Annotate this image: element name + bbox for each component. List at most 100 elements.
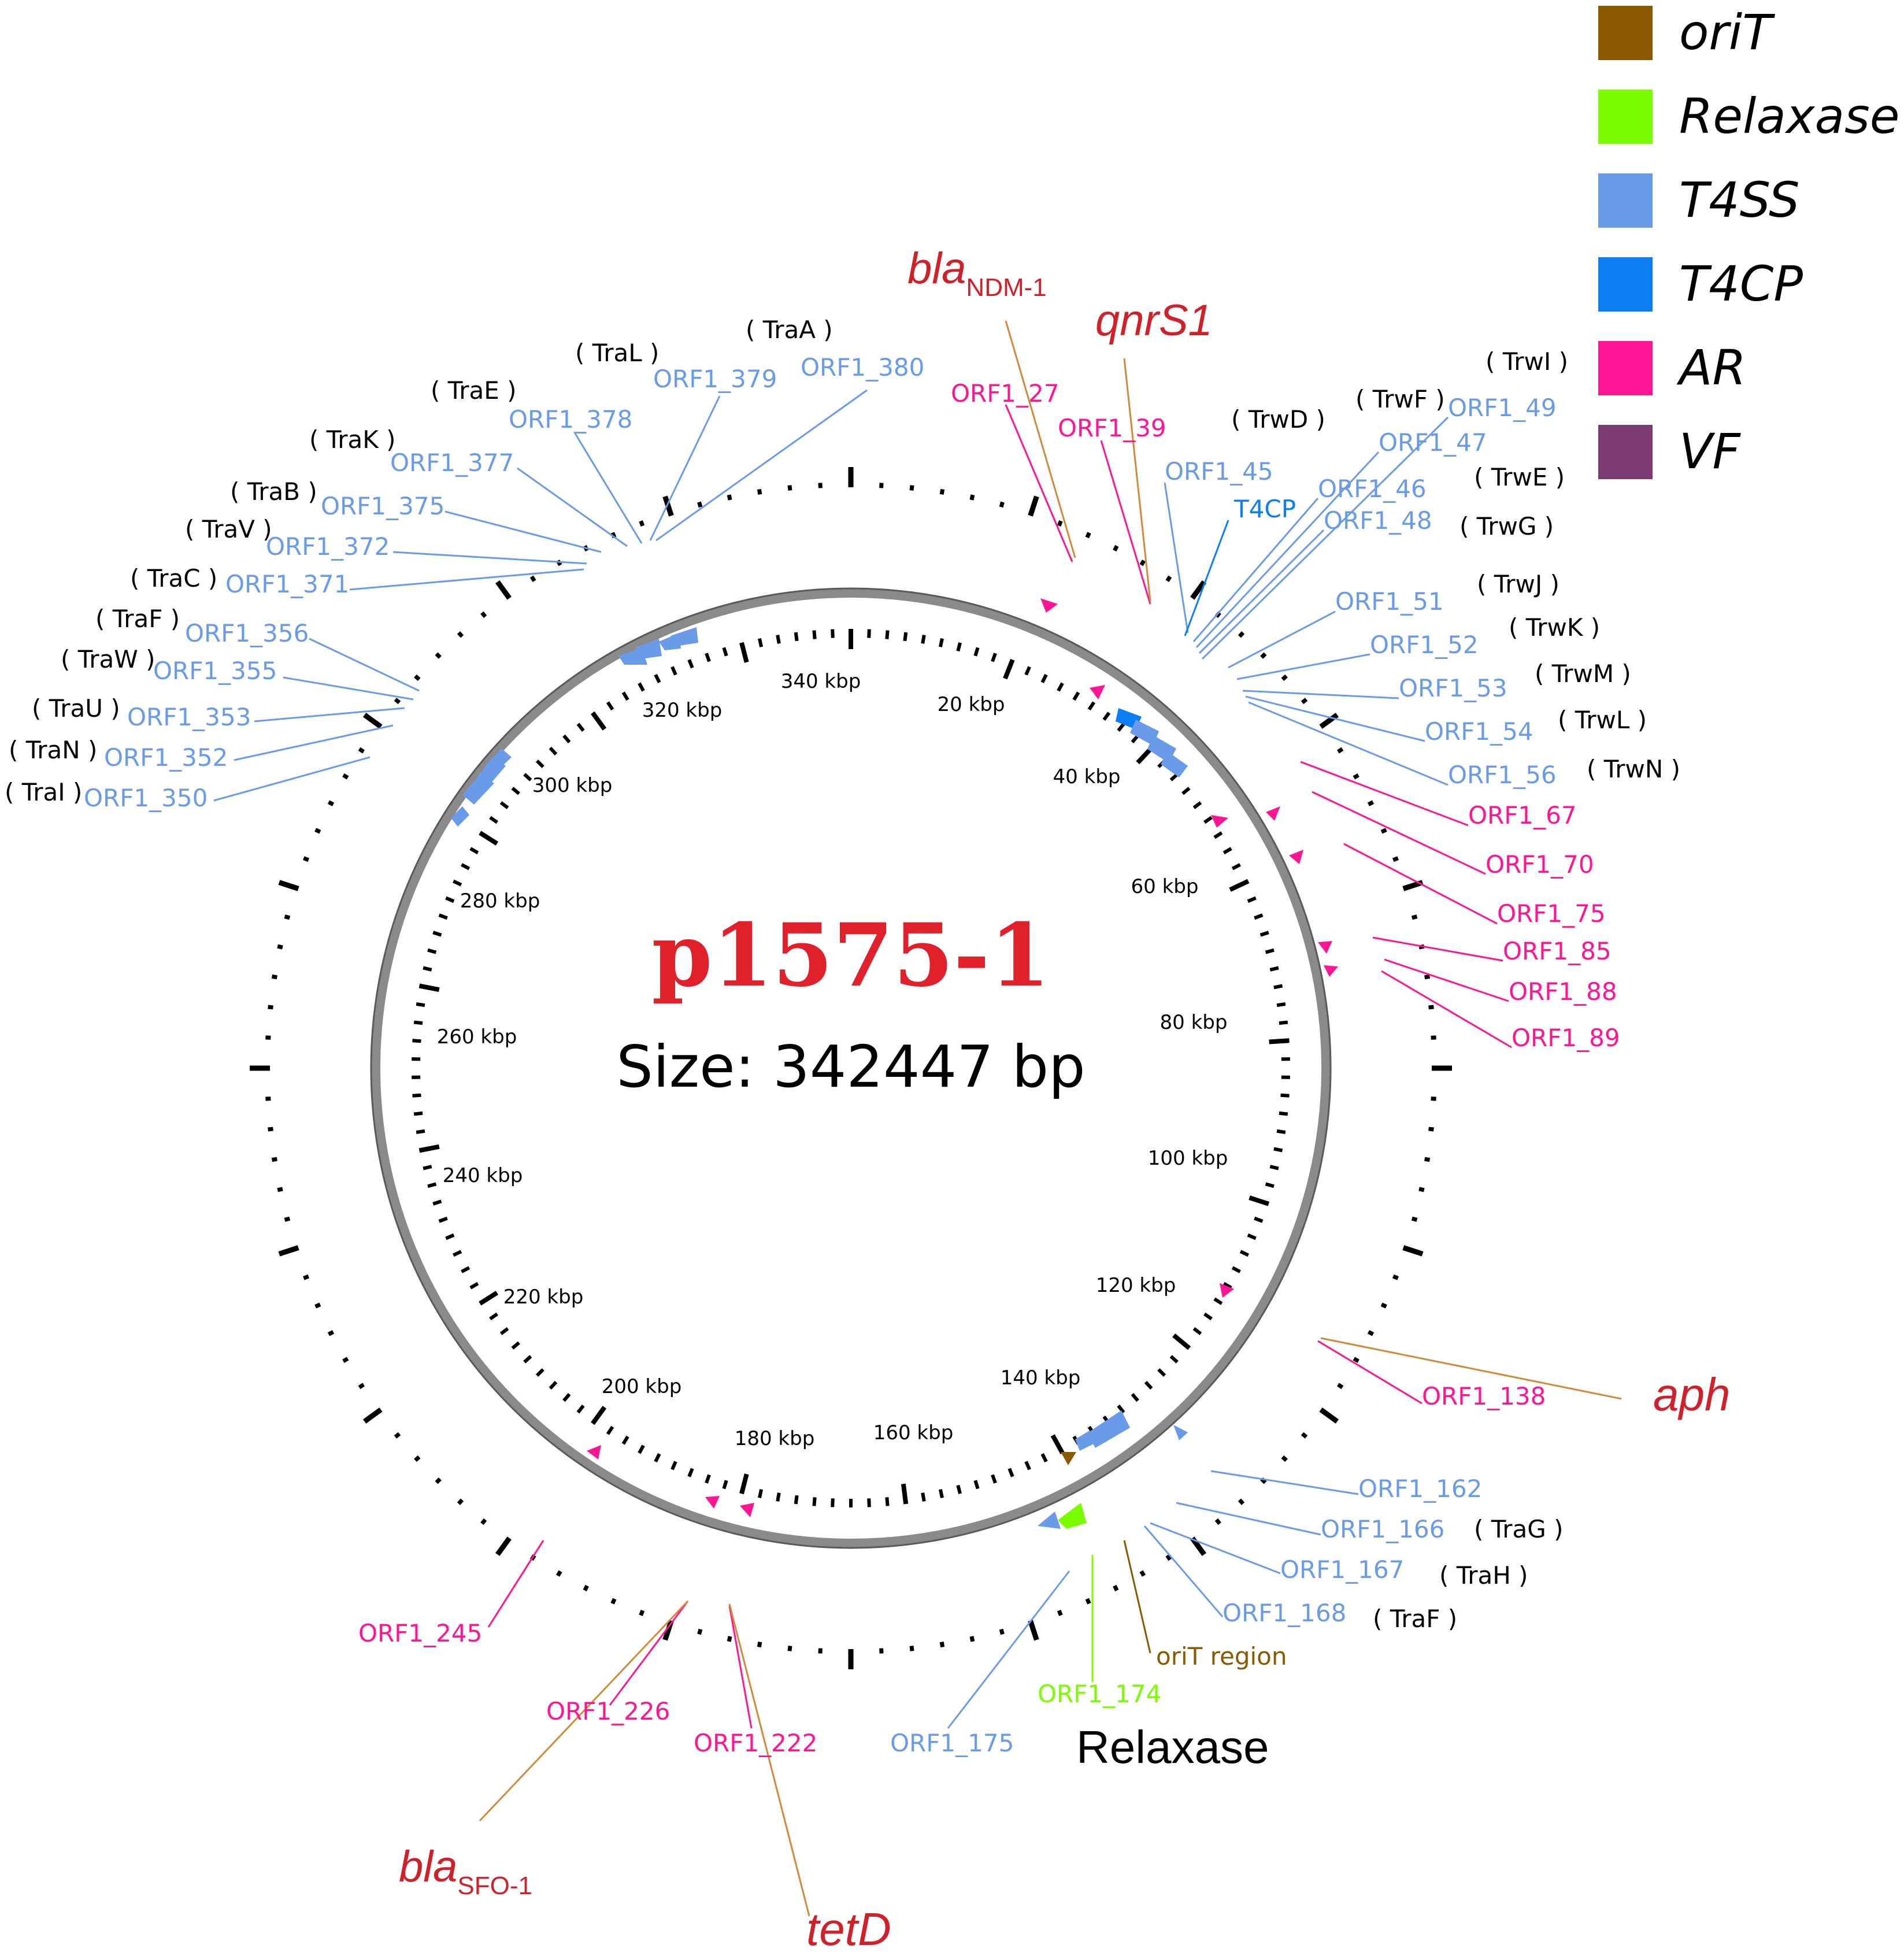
inner-tick (1265, 948, 1275, 954)
outer-tick (1367, 1330, 1375, 1336)
feature-ar (1090, 685, 1105, 699)
inner-tick (956, 1484, 962, 1494)
orf-label-orf1-168: ORF1_168 (1223, 1599, 1346, 1627)
feature-t4ss-arrow (1075, 1431, 1094, 1451)
inner-tick (469, 1281, 479, 1290)
inner-tick (432, 931, 442, 937)
inner-tick (794, 1495, 799, 1505)
inner-tick (687, 1468, 694, 1477)
inner-tick (549, 746, 558, 755)
inner-tick (418, 983, 440, 992)
orf-label-orf1-49: ORF1_49 (1448, 394, 1557, 422)
kbp-label: 300 kbp (532, 774, 613, 797)
outer-tick (999, 501, 1005, 508)
protein-label-trwk: ( TrwK ) (1509, 613, 1600, 642)
inner-tick (938, 638, 944, 647)
inner-tick (621, 1435, 629, 1445)
leader-line (1210, 1470, 1359, 1495)
inner-tick (1269, 1038, 1290, 1044)
inner-tick (1223, 1281, 1232, 1290)
inner-tick (1276, 1129, 1286, 1134)
outer-tick (1165, 575, 1172, 583)
inner-tick (758, 638, 764, 647)
leader-line (1228, 610, 1336, 669)
protein-label-tral: ( TraL ) (575, 339, 659, 367)
leader-line (309, 638, 420, 692)
outer-tick (414, 1455, 421, 1462)
inner-tick (1213, 1297, 1223, 1305)
inner-tick (1181, 787, 1191, 795)
feature-ar (705, 1496, 720, 1509)
gene-leader-line (1320, 1337, 1622, 1400)
leader-line (1384, 958, 1509, 1002)
outer-tick (277, 944, 283, 950)
inner-tick (453, 879, 462, 887)
orf-label-orf1-372: ORF1_372 (266, 532, 390, 561)
outer-tick (358, 747, 365, 754)
outer-tick (1281, 674, 1288, 681)
inner-tick (739, 642, 749, 663)
leader-line (1192, 498, 1319, 642)
protein-label-trwi: ( TrwI ) (1486, 347, 1568, 376)
orf-label-orf1-377: ORF1_377 (390, 449, 514, 477)
feature-ar (1324, 965, 1338, 977)
feature-t4ss-arrow (671, 627, 698, 646)
orf-label-orf1-70: ORF1_70 (1486, 850, 1594, 879)
feature-t4ss-arrow (1087, 1410, 1130, 1448)
inner-tick (794, 632, 799, 642)
leader-line (1123, 1540, 1151, 1654)
inner-tick (722, 647, 728, 657)
outer-tick (1113, 1584, 1119, 1592)
outer-tick (1367, 800, 1375, 806)
outer-tick-ring (250, 467, 1452, 1669)
plasmid-size: Size: 342447 bp (616, 1033, 1085, 1101)
protein-label-trac: ( TraC ) (130, 564, 217, 592)
outer-tick (555, 1570, 562, 1577)
inner-tick (523, 773, 532, 781)
leader-line (1150, 1522, 1281, 1575)
protein-label-trai: ( TraI ) (5, 778, 82, 806)
inner-tick (671, 666, 677, 676)
protein-label-trav: ( TraV ) (185, 515, 272, 543)
orf-labels: ORF1_27ORF1_39ORF1_45T4CPORF1_46ORF1_47O… (5, 316, 1680, 1757)
outer-tick (1353, 1357, 1360, 1364)
inner-tick (739, 1473, 749, 1495)
orf-label-orf1-378: ORF1_378 (509, 405, 632, 434)
protein-label-traf-l: ( TraF ) (95, 605, 180, 633)
feature-ar (740, 1503, 754, 1517)
leader-line (1242, 690, 1399, 699)
protein-label-trae: ( TraE ) (431, 376, 517, 405)
inner-tick (489, 1312, 498, 1321)
protein-label-trwd: ( TrwD ) (1231, 405, 1325, 434)
orf-label-orf1-371: ORF1_371 (225, 570, 349, 598)
orf-label-orf1-47: ORF1_47 (1379, 428, 1487, 457)
inner-tick (1117, 723, 1125, 732)
orf-label-orf1-222: ORF1_222 (694, 1729, 817, 1757)
leader-line (1312, 791, 1486, 875)
leader-line (947, 1570, 1070, 1729)
leader-line (1300, 761, 1469, 827)
outer-tick (457, 1498, 464, 1505)
inner-tick (1223, 847, 1232, 855)
inner-tick (1192, 801, 1202, 809)
leader-line (655, 389, 868, 542)
orf-label-orf1-380: ORF1_380 (801, 353, 924, 381)
inner-tick (705, 1474, 711, 1484)
outer-tick (757, 488, 762, 495)
legend-label-vf: VF (1679, 423, 1741, 480)
protein-label-traw: ( TraW ) (61, 645, 155, 673)
inner-tick (776, 1492, 781, 1502)
outer-tick (314, 828, 321, 834)
inner-tick (903, 632, 908, 642)
inner-tick (412, 1039, 421, 1043)
outer-tick (583, 1584, 589, 1592)
leader-line (1236, 653, 1370, 680)
outer-tick (1139, 1570, 1146, 1577)
inner-tick (1040, 673, 1048, 684)
inner-tick (991, 653, 997, 662)
inner-tick (1172, 1333, 1191, 1350)
outer-tick (362, 1407, 383, 1424)
outer-tick (435, 652, 442, 659)
inner-tick (1260, 931, 1269, 937)
